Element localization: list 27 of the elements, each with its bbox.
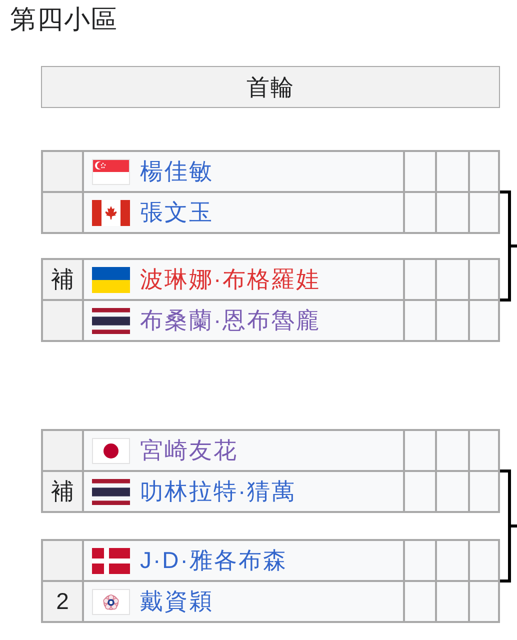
round-header: 首輪: [41, 66, 500, 108]
seed-cell: 2: [43, 582, 84, 621]
match-box: [41, 150, 500, 234]
bracket-line: [500, 524, 517, 582]
player-row: [42, 259, 499, 300]
player-row: [42, 540, 499, 581]
seed-cell: 補: [43, 260, 84, 299]
match-box: [41, 258, 500, 342]
player-row: [42, 581, 499, 622]
player-name: 戴資穎: [140, 587, 214, 616]
player-name: 楊佳敏: [140, 157, 214, 186]
player-row: [42, 430, 499, 471]
seed-cell: 補: [43, 472, 84, 511]
player-name: J·D·雅各布森: [140, 546, 288, 575]
heading: 第四小區: [10, 4, 118, 34]
match-box: [41, 539, 500, 623]
player-row: [42, 300, 499, 341]
player-name: 波琳娜·布格羅娃: [140, 265, 321, 294]
player-name: 叻林拉特·猜萬: [140, 477, 296, 506]
player-row: [42, 471, 499, 512]
player-name: 張文玉: [140, 198, 214, 227]
bracket-line: [500, 244, 517, 302]
player-row: [42, 192, 499, 233]
player-name: 布桑蘭·恩布魯龐: [140, 306, 321, 335]
player-name: 宮崎友花: [140, 436, 238, 465]
player-row: [42, 151, 499, 192]
match-box: [41, 429, 500, 513]
